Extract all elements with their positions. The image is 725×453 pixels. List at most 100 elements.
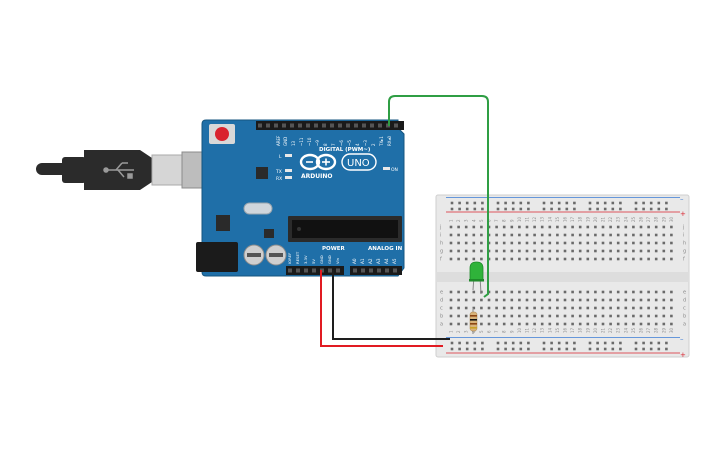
terminal-hole[interactable] [510, 322, 514, 326]
rail-hole[interactable] [649, 201, 653, 205]
terminal-hole[interactable] [654, 249, 658, 253]
terminal-hole[interactable] [616, 249, 620, 253]
rail-hole[interactable] [665, 341, 668, 345]
terminal-hole[interactable] [662, 241, 666, 245]
rail-hole[interactable] [603, 201, 607, 205]
terminal-hole[interactable] [639, 241, 643, 245]
terminal-hole[interactable] [525, 257, 529, 261]
terminal-hole[interactable] [518, 257, 521, 261]
rail-hole[interactable] [481, 341, 484, 345]
analog-header-pin[interactable] [361, 268, 365, 273]
power-header-pin[interactable] [296, 268, 300, 273]
terminal-hole[interactable] [533, 290, 536, 294]
terminal-hole[interactable] [449, 290, 453, 294]
terminal-hole[interactable] [594, 249, 597, 253]
terminal-hole[interactable] [548, 225, 552, 229]
terminal-hole[interactable] [594, 257, 597, 261]
terminal-hole[interactable] [616, 322, 620, 326]
terminal-hole[interactable] [533, 225, 536, 229]
terminal-hole[interactable] [563, 314, 567, 318]
terminal-hole[interactable] [586, 314, 590, 318]
terminal-hole[interactable] [601, 241, 605, 245]
rail-hole[interactable] [550, 201, 553, 205]
rail-hole[interactable] [527, 207, 530, 211]
rail-hole[interactable] [542, 341, 546, 345]
rail-hole[interactable] [504, 201, 507, 205]
terminal-hole[interactable] [632, 257, 635, 261]
terminal-hole[interactable] [556, 298, 559, 302]
terminal-hole[interactable] [609, 257, 612, 261]
rail-hole[interactable] [596, 201, 599, 205]
terminal-hole[interactable] [578, 241, 582, 245]
terminal-hole[interactable] [670, 322, 673, 326]
terminal-hole[interactable] [556, 314, 559, 318]
terminal-hole[interactable] [609, 298, 612, 302]
rail-hole[interactable] [550, 341, 553, 345]
header-pin[interactable] [330, 123, 334, 128]
terminal-hole[interactable] [540, 249, 544, 253]
terminal-hole[interactable] [548, 290, 552, 294]
rail-hole[interactable] [642, 341, 645, 345]
terminal-hole[interactable] [472, 290, 476, 294]
terminal-hole[interactable] [457, 257, 460, 261]
terminal-hole[interactable] [624, 290, 628, 294]
rail-hole[interactable] [634, 201, 638, 205]
terminal-hole[interactable] [601, 249, 605, 253]
terminal-hole[interactable] [540, 298, 544, 302]
power-header-pin[interactable] [328, 268, 332, 273]
terminal-hole[interactable] [563, 290, 567, 294]
terminal-hole[interactable] [533, 314, 536, 318]
terminal-hole[interactable] [624, 322, 628, 326]
terminal-hole[interactable] [601, 233, 605, 237]
terminal-hole[interactable] [571, 233, 574, 237]
terminal-hole[interactable] [563, 225, 567, 229]
terminal-hole[interactable] [540, 241, 544, 245]
terminal-hole[interactable] [662, 298, 666, 302]
rail-hole[interactable] [619, 347, 622, 351]
terminal-hole[interactable] [662, 314, 666, 318]
rail-hole[interactable] [458, 341, 461, 345]
terminal-hole[interactable] [586, 249, 590, 253]
terminal-hole[interactable] [616, 257, 620, 261]
terminal-hole[interactable] [609, 249, 612, 253]
terminal-hole[interactable] [670, 314, 673, 318]
terminal-hole[interactable] [540, 314, 544, 318]
analog-header-pin[interactable] [393, 268, 397, 273]
terminal-hole[interactable] [639, 322, 643, 326]
terminal-hole[interactable] [540, 257, 544, 261]
terminal-hole[interactable] [670, 257, 673, 261]
terminal-hole[interactable] [472, 249, 476, 253]
rail-hole[interactable] [557, 201, 561, 205]
terminal-hole[interactable] [540, 225, 544, 229]
terminal-hole[interactable] [571, 241, 574, 245]
terminal-hole[interactable] [639, 314, 643, 318]
terminal-hole[interactable] [670, 225, 673, 229]
rail-hole[interactable] [519, 201, 523, 205]
terminal-hole[interactable] [472, 257, 476, 261]
terminal-hole[interactable] [586, 225, 590, 229]
terminal-hole[interactable] [578, 225, 582, 229]
terminal-hole[interactable] [525, 249, 529, 253]
terminal-hole[interactable] [632, 314, 635, 318]
power-header-pin[interactable] [312, 268, 316, 273]
terminal-hole[interactable] [609, 233, 612, 237]
terminal-hole[interactable] [480, 306, 483, 310]
rail-hole[interactable] [504, 341, 507, 345]
rail-hole[interactable] [565, 347, 569, 351]
wire-green[interactable] [388, 95, 489, 298]
terminal-hole[interactable] [510, 257, 514, 261]
rail-hole[interactable] [465, 347, 469, 351]
rail-hole[interactable] [642, 201, 645, 205]
terminal-hole[interactable] [616, 314, 620, 318]
terminal-hole[interactable] [449, 257, 453, 261]
rail-hole[interactable] [657, 207, 661, 211]
terminal-hole[interactable] [609, 322, 612, 326]
terminal-hole[interactable] [563, 233, 567, 237]
rail-hole[interactable] [473, 207, 477, 211]
terminal-hole[interactable] [548, 298, 552, 302]
rail-hole[interactable] [596, 207, 599, 211]
terminal-hole[interactable] [601, 290, 605, 294]
terminal-hole[interactable] [449, 249, 453, 253]
terminal-hole[interactable] [556, 241, 559, 245]
rail-hole[interactable] [634, 207, 638, 211]
